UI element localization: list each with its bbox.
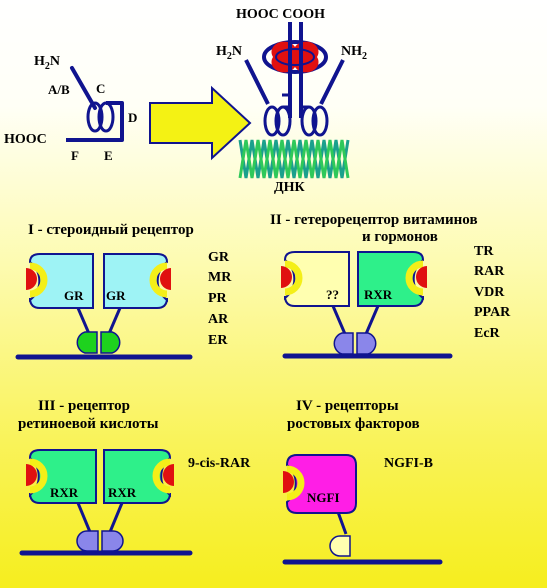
panel-3-left-box-label: RXR xyxy=(50,485,79,500)
panel-2-left-box-label: ?? xyxy=(326,287,339,302)
panel-2-title-line-2: и гормонов xyxy=(362,229,438,245)
panel-1-title: I - стероидный рецептор xyxy=(28,222,194,238)
domain-e-label: E xyxy=(104,148,113,163)
panel-4-title-line-1: IV - рецепторы xyxy=(296,398,399,414)
dimer-left-amino-label: H2N xyxy=(216,44,243,62)
panel-heteroreceptor xyxy=(281,251,453,359)
list-item: RAR xyxy=(474,264,505,279)
list-item: MR xyxy=(208,270,232,285)
panel-4-receptor-label: NGFI-B xyxy=(384,456,433,471)
panel-4-box-label: NGFI xyxy=(307,490,340,505)
dimer-right-amino-label: NH2 xyxy=(341,44,367,62)
list-item: PR xyxy=(208,291,227,306)
panel-retinoic-receptor xyxy=(19,449,193,556)
panel-3-right-box-label: RXR xyxy=(108,485,137,500)
panel-1-left-box-label: GR xyxy=(64,288,84,303)
list-item: GR xyxy=(208,250,229,265)
panel-3-title-line-1: III - рецептор xyxy=(38,398,130,414)
receptor-domain-scheme xyxy=(66,66,124,142)
panel-1-right-box-label: GR xyxy=(106,288,126,303)
list-item: AR xyxy=(208,312,229,327)
domain-f-label: F xyxy=(71,148,79,163)
domain-c-label: C xyxy=(96,81,106,96)
dimer-carboxy-termini-label: HOOC COOH xyxy=(236,7,326,22)
panel-3-ligand-label: 9-cis-RAR xyxy=(188,456,251,471)
transition-arrow xyxy=(149,85,252,161)
domain-d-label: D xyxy=(128,110,138,125)
list-item: VDR xyxy=(474,285,505,300)
list-item: TR xyxy=(474,244,494,259)
panel-2-right-box-label: RXR xyxy=(364,287,393,302)
panel-2-title-line-1: II - гетерорецептор витаминов xyxy=(270,212,478,228)
dimer-on-dna xyxy=(238,22,350,179)
domain-ab-label: A/B xyxy=(48,82,70,97)
list-item: PPAR xyxy=(474,305,511,320)
carboxy-terminus-label: HOOC xyxy=(4,132,47,147)
list-item: EcR xyxy=(474,326,500,341)
list-item: ER xyxy=(208,333,228,348)
panel-growth-factor-receptor xyxy=(282,454,443,565)
amino-terminus-label: H2N xyxy=(34,54,61,72)
dna-helix xyxy=(238,139,350,179)
panel-steroid-receptor xyxy=(15,253,193,360)
panel-4-title-line-2: ростовых факторов xyxy=(287,416,420,432)
dna-label: ДНК xyxy=(274,180,305,195)
panel-3-title-line-2: ретиноевой кислоты xyxy=(18,416,159,432)
